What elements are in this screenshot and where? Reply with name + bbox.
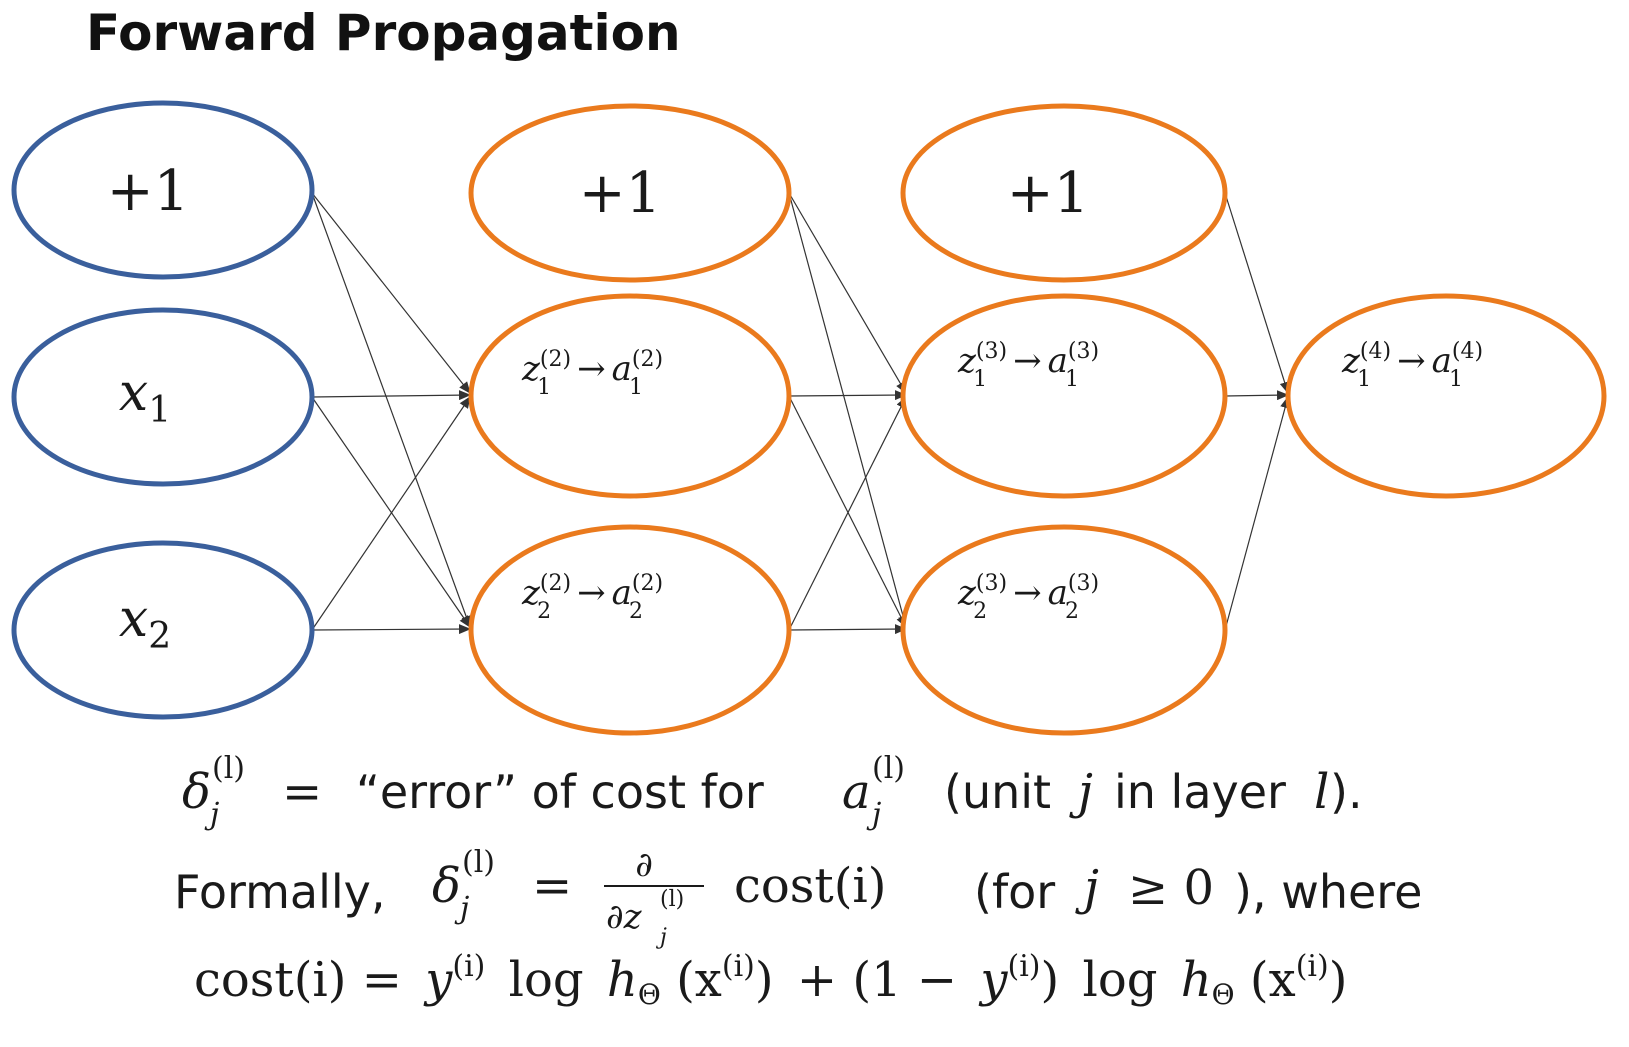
layer3-unit2-node: [900, 524, 1228, 736]
delta-superscript-2: (l): [462, 845, 495, 880]
input-x1-label: x1: [119, 363, 171, 431]
input-x2-node: [11, 540, 315, 720]
hidden-layer-3: [900, 103, 1228, 736]
error-definition-line: δ (l) j = “error” of cost for a (l) j (u…: [182, 751, 1363, 832]
layer3-bias-node: [900, 103, 1228, 283]
edges-layer3-to-layer4: [1224, 192, 1290, 631]
edge: [1224, 396, 1290, 631]
denominator-superscript: (l): [660, 887, 684, 912]
layer2-unit1-node: [468, 293, 792, 499]
edge: [311, 192, 471, 628]
edge: [1224, 390, 1289, 401]
input-layer: [11, 100, 315, 720]
unit-index-j: j: [1069, 764, 1093, 820]
layer-index-l: l: [1314, 764, 1329, 820]
edges-layer2-to-layer3: [788, 192, 908, 635]
layer2-bias-label: +1: [579, 161, 662, 226]
layer2-unit2-label: z(2)2→a(2)2: [521, 571, 663, 624]
edge: [311, 396, 471, 631]
cost-function: cost(i) = y(i) log hΘ (x(i)) + (1 − y(i)…: [194, 932, 1347, 1016]
edge: [788, 192, 908, 628]
layer2-bias-node: [468, 103, 792, 283]
edge: [311, 624, 471, 635]
output-unit-label: z(4)1→a(4)1: [1341, 339, 1483, 392]
edge: [788, 624, 907, 635]
edge: [788, 396, 907, 631]
cost-function-line: cost(i) = y(i) log hΘ (x(i)) + (1 − y(i)…: [194, 932, 1347, 1016]
activation-symbol: a: [842, 764, 871, 820]
geq-zero: ≥ 0: [1128, 860, 1214, 916]
edge: [1224, 192, 1290, 394]
output-layer: [1285, 293, 1607, 499]
delta-symbol-2: δ: [432, 858, 461, 914]
in-layer-label: in layer: [1114, 765, 1286, 819]
cost-term: cost(i): [734, 858, 887, 914]
layer2-unit1-label: z(2)1→a(2)1: [521, 347, 663, 400]
edge: [788, 390, 907, 401]
edge: [311, 192, 471, 394]
input-x2-label: x2: [119, 589, 171, 657]
activation-superscript: (l): [872, 751, 905, 786]
output-unit-node: [1285, 293, 1607, 499]
for-label: (for: [974, 865, 1055, 919]
slide-title: Forward Propagation: [86, 4, 681, 62]
j-index: j: [1075, 860, 1099, 916]
equals-sign: =: [282, 764, 322, 820]
layer3-unit1-node: [900, 293, 1228, 499]
where-label: ), where: [1234, 865, 1422, 919]
hidden-layer-2: [468, 103, 792, 736]
edge: [311, 390, 471, 401]
input-bias-node: [11, 100, 315, 280]
edge: [788, 192, 907, 394]
edge: [311, 396, 471, 628]
edges-layer1-to-layer2: [311, 192, 471, 635]
unit-label: (unit: [944, 765, 1051, 819]
delta-superscript: (l): [212, 751, 245, 786]
formally-label: Formally,: [174, 865, 385, 919]
input-bias-label: +1: [107, 159, 190, 224]
layer2-unit2-node: [468, 524, 792, 736]
edge: [788, 395, 907, 628]
line1-close: ).: [1330, 765, 1363, 819]
layer3-unit2-label: z(3)2→a(3)2: [957, 571, 1099, 624]
error-description: “error” of cost for: [356, 765, 764, 819]
equals-sign-2: =: [532, 858, 572, 914]
layer3-bias-label: +1: [1007, 161, 1090, 226]
partial-denominator: ∂z: [606, 897, 643, 937]
layer3-unit1-label: z(3)1→a(3)1: [957, 339, 1099, 392]
input-x1-node: [11, 307, 315, 487]
denominator-subscript: j: [655, 925, 667, 950]
delta-symbol: δ: [182, 764, 211, 820]
formal-definition-line: Formally, δ (l) j = ∂ ∂z (l) j cost(i) (…: [174, 845, 1422, 950]
partial-numerator: ∂: [635, 845, 653, 885]
